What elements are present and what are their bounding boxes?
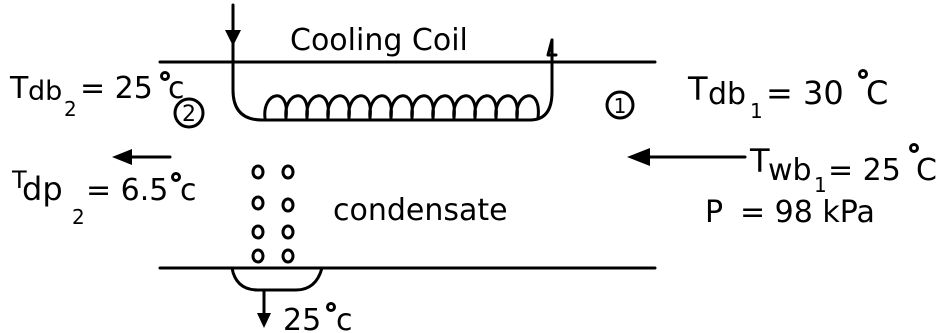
outlet-tdb-value: = 25 [80,71,153,106]
condensate-temp-value: 25 [283,303,321,333]
inlet-wet-bulb: T wb 1 = 25 C [749,142,937,197]
condensate-tray [230,266,324,292]
inlet-twb-symbol: T [749,142,770,180]
outlet-dew-point: T dp 2 = 6.5 c [11,166,197,229]
inlet-pressure: P = 98 kPa [705,195,875,230]
outlet-tdb-unit: c [168,71,185,106]
coil-helix [263,94,540,120]
outlet-dry-bulb: T db 2 = 25 c [9,71,185,121]
outlet-tdb-subscript: db [28,76,62,107]
inlet-tdb-unit: C [866,74,888,112]
condensate-temp-unit: c [336,303,353,333]
inlet-tdb-value: = 30 [766,74,844,112]
inlet-dry-bulb: T db 1 = 30 C [687,69,888,123]
outlet-tdb-degree [160,71,170,81]
condensate-droplets [251,164,295,264]
outlet-flow-arrow-icon [112,149,132,165]
state-1-number: 1 [614,94,627,118]
outlet-tdp-degree [171,172,181,182]
inlet-twb-value: = 25 [828,153,901,188]
coil-loop [231,38,554,122]
outlet-tdp-unit: c [180,173,197,208]
condensate-label: condensate [333,193,508,228]
outlet-tdp-index: 2 [72,205,85,229]
inlet-twb-subscript: wb [768,153,812,188]
state-2-number: 2 [182,102,196,127]
inlet-flow-arrow-icon [627,148,650,166]
state-2-circle [173,97,205,129]
inlet-tdb-symbol: T [687,70,708,108]
outlet-tdp-value: = 6.5 [86,173,168,208]
inlet-twb-index: 1 [814,173,827,197]
pressure-value: = 98 kPa [740,195,875,230]
coil-inlet-arrow-icon [225,30,241,46]
pressure-label: P [705,195,723,230]
condensate-temperature: 25 c [283,302,353,333]
drain-arrow-icon [257,313,271,328]
state-1-circle [605,90,635,120]
inlet-twb-degree [909,143,919,153]
outlet-tdp-subscript: dp [22,170,63,208]
condensate-temp-degree [326,302,336,312]
outlet-tdp-symbol: T [11,166,27,194]
outlet-tdb-index: 2 [64,97,77,121]
inlet-twb-unit: C [916,153,937,188]
outlet-tdb-symbol: T [9,71,29,106]
inlet-tdb-subscript: db [708,77,746,112]
inlet-tdb-index: 1 [750,99,763,123]
coil-outlet-mark [546,38,558,57]
inlet-tdb-degree [858,69,868,79]
coil-title: Cooling Coil [290,23,468,58]
